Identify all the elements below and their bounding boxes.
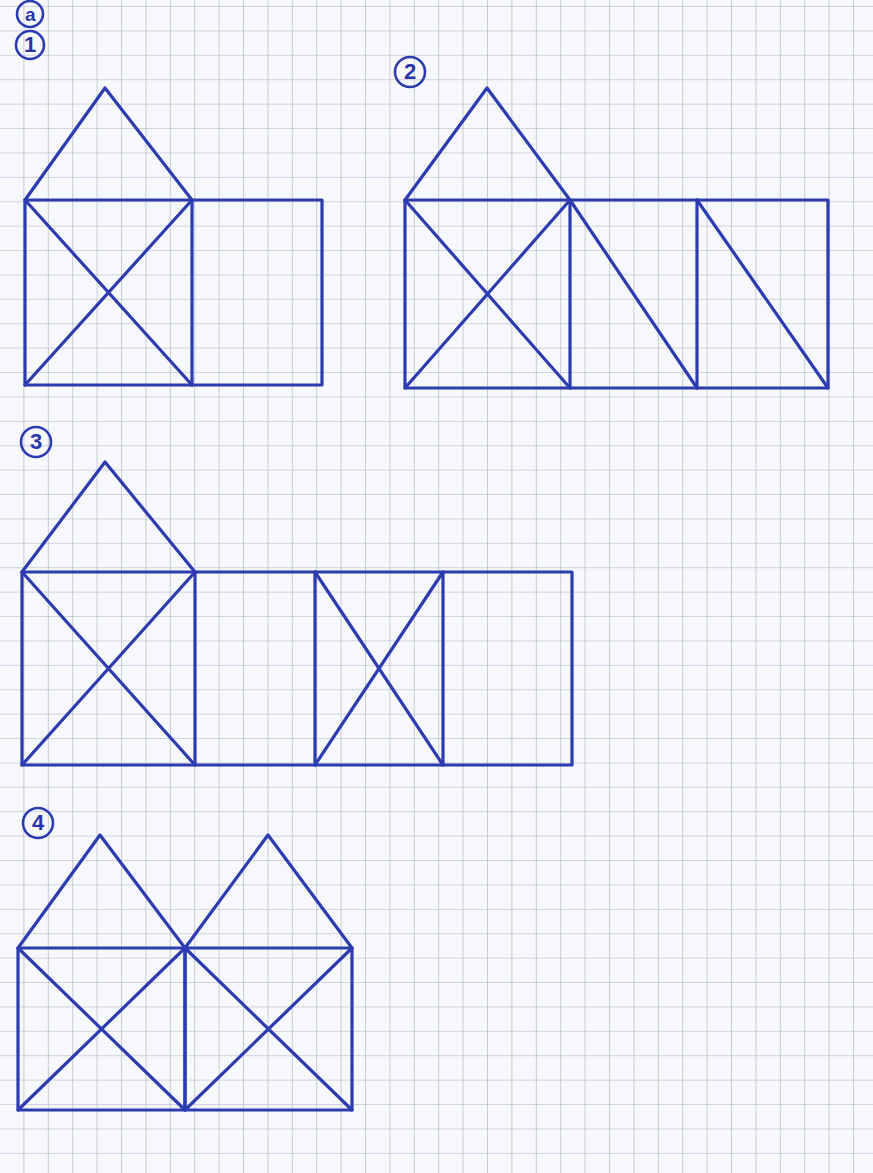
callout-number: 2	[404, 61, 416, 83]
callout-number: a	[25, 5, 36, 24]
figure-four	[18, 835, 352, 1110]
callout-number: 1	[24, 34, 36, 56]
callout-number: 3	[30, 431, 42, 453]
figure-two	[405, 88, 828, 388]
figure-one	[25, 88, 322, 385]
number-circles	[16, 1, 425, 838]
callout-number: 4	[32, 812, 44, 834]
figure-three	[22, 462, 572, 765]
